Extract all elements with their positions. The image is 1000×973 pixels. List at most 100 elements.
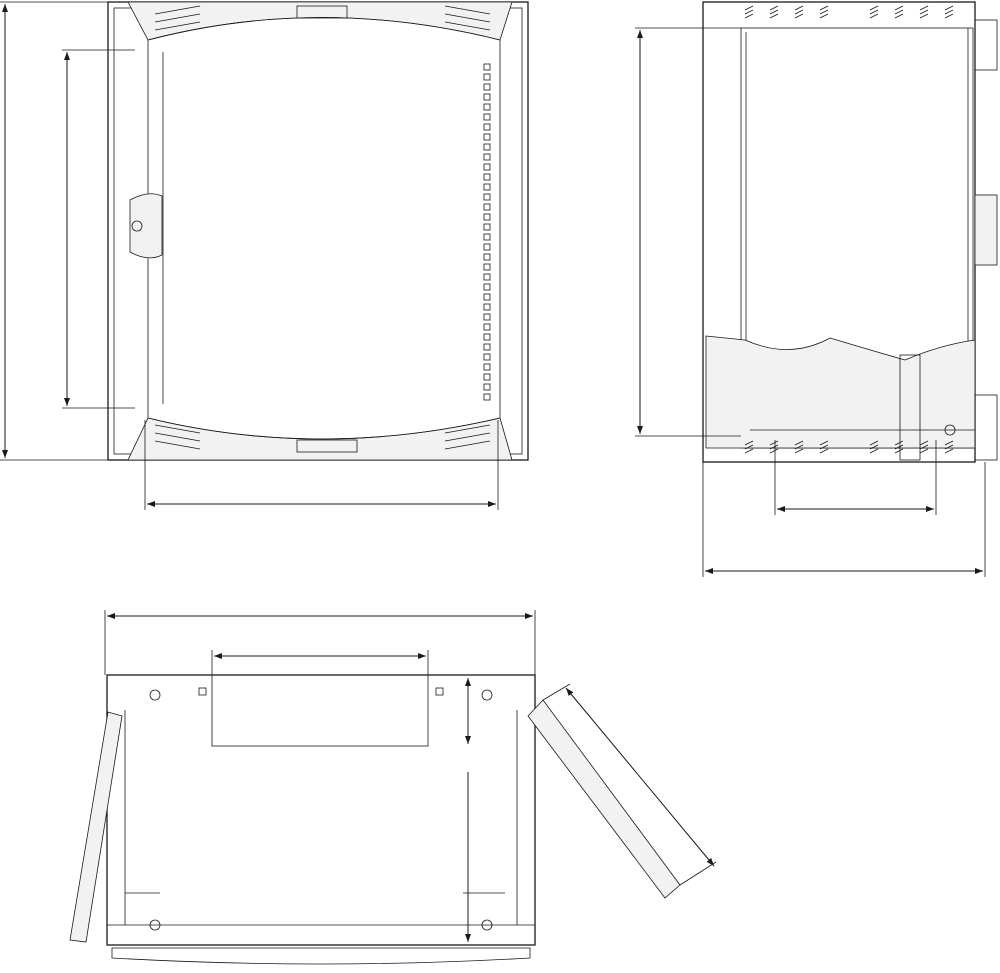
vent-slot — [819, 440, 829, 446]
front-outer-frame — [107, 1, 529, 461]
rail-hole — [483, 223, 491, 231]
side-top-rail — [974, 19, 998, 71]
rail-hole — [483, 323, 491, 331]
rail-hole — [483, 293, 491, 301]
door-glass-opening — [147, 17, 501, 440]
vent-slot — [894, 448, 904, 454]
door-width-dimension — [565, 687, 715, 867]
rail-hole — [483, 213, 491, 221]
rail-hole — [483, 253, 491, 261]
top-cable-opening — [211, 674, 429, 747]
rail-hole — [483, 313, 491, 321]
vent-slot — [919, 444, 929, 450]
rail-hole — [483, 343, 491, 351]
vent-slot — [769, 440, 779, 446]
vent-slot — [819, 5, 829, 11]
vent-slot — [869, 13, 879, 19]
side-cutaway — [705, 335, 976, 449]
vent-slot — [869, 5, 879, 11]
rail-hole — [483, 383, 491, 391]
side-dimensions — [635, 27, 986, 577]
vent-slot — [744, 9, 754, 15]
vent-slots — [154, 5, 491, 450]
vent-slot — [919, 448, 929, 454]
lock-icon — [131, 220, 143, 232]
rail-hole — [483, 193, 491, 201]
vent-slot — [444, 13, 491, 23]
vent-slot — [894, 5, 904, 11]
side-vent-slots — [744, 5, 954, 454]
vent-slot — [744, 5, 754, 11]
vent-slot — [819, 13, 829, 19]
vent-slot — [154, 5, 201, 15]
vent-slot — [154, 440, 201, 450]
rail-hole — [483, 153, 491, 161]
vent-slot — [819, 9, 829, 15]
rail-hole — [483, 303, 491, 311]
vent-slot — [744, 444, 754, 450]
vent-slot — [869, 448, 879, 454]
vent-slot — [894, 9, 904, 15]
rail-hole — [483, 273, 491, 281]
vent-slot — [919, 13, 929, 19]
side-bracket — [899, 354, 921, 461]
vent-slot — [894, 444, 904, 450]
vent-slot — [869, 440, 879, 446]
rail-hole — [483, 83, 491, 91]
vent-slot — [794, 448, 804, 454]
vent-slot — [154, 13, 201, 23]
front-door-bottom — [111, 947, 531, 965]
vent-slot — [769, 5, 779, 11]
rail-hole — [483, 143, 491, 151]
vent-slot — [444, 432, 491, 442]
vent-slot — [154, 424, 201, 434]
vent-slot — [154, 432, 201, 442]
rail-hole — [483, 163, 491, 171]
rail-hole — [483, 353, 491, 361]
vent-slot — [944, 13, 954, 19]
vent-slot — [944, 9, 954, 15]
vent-slot — [944, 440, 954, 446]
vent-slot — [744, 13, 754, 19]
mount-hole — [149, 689, 161, 701]
vent-slot — [944, 444, 954, 450]
rail-hole — [483, 113, 491, 121]
vent-slot — [444, 5, 491, 15]
rail-hole — [483, 283, 491, 291]
rail-hole — [483, 103, 491, 111]
vent-slot — [769, 444, 779, 450]
rail-hole — [483, 363, 491, 371]
vent-slot — [819, 444, 829, 450]
rail-hole — [483, 63, 491, 71]
side-screw — [944, 424, 956, 436]
rack-rail-holes — [483, 63, 491, 401]
mount-hole — [481, 919, 493, 931]
top-outer-body — [106, 674, 536, 946]
rail-hole — [483, 73, 491, 81]
vent-slot — [744, 448, 754, 454]
vent-slot — [919, 5, 929, 11]
front-view — [107, 1, 529, 461]
rail-hole — [483, 133, 491, 141]
side-door-hinge — [974, 394, 998, 461]
vent-slot — [919, 9, 929, 15]
top-handle-slot — [296, 5, 348, 19]
vent-slot — [819, 448, 829, 454]
vent-slot — [794, 440, 804, 446]
rail-hole — [483, 203, 491, 211]
vent-slot — [794, 9, 804, 15]
top-view — [69, 674, 681, 965]
vent-slot — [444, 440, 491, 450]
vent-slot — [894, 13, 904, 19]
vent-slot — [794, 13, 804, 19]
vent-slot — [869, 444, 879, 450]
rail-hole — [483, 333, 491, 341]
vent-slot — [444, 424, 491, 434]
rail-hole — [483, 173, 491, 181]
vent-slot — [944, 5, 954, 11]
vent-slot — [744, 440, 754, 446]
vent-slot — [769, 448, 779, 454]
rail-hole — [483, 233, 491, 241]
mount-hole — [149, 919, 161, 931]
left-door-open — [69, 711, 123, 943]
